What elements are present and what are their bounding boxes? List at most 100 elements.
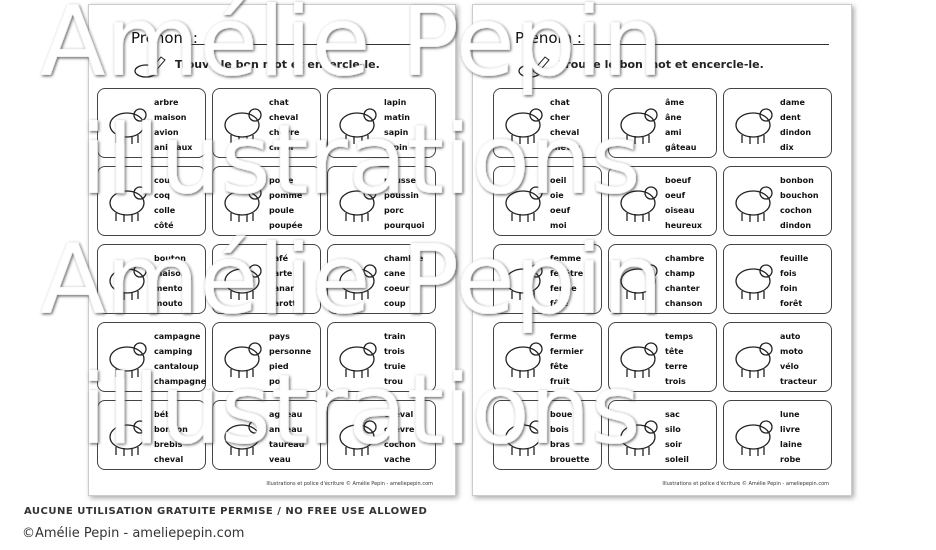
word-option[interactable]: robe — [780, 455, 801, 464]
word-option[interactable]: pousser — [384, 176, 420, 185]
word-option[interactable]: porc — [384, 206, 404, 215]
word-option[interactable]: dindon — [780, 221, 812, 230]
word-option[interactable]: moi — [550, 221, 567, 230]
word-option[interactable]: poussin — [384, 191, 419, 200]
word-option[interactable]: bouchon — [780, 191, 819, 200]
word-option[interactable]: mouton — [154, 299, 189, 308]
word-option[interactable]: rapin — [384, 143, 408, 152]
word-option[interactable]: chat — [550, 98, 570, 107]
word-option[interactable]: maison — [154, 269, 187, 278]
word-option[interactable]: cher — [550, 113, 570, 122]
word-option[interactable]: vache — [384, 455, 411, 464]
word-option[interactable]: bonbon — [154, 425, 188, 434]
word-option[interactable]: animaux — [154, 143, 193, 152]
word-option[interactable]: lune — [780, 410, 800, 419]
word-option[interactable]: chanter — [665, 284, 700, 293]
word-option[interactable]: ferme — [550, 332, 577, 341]
word-option[interactable]: cheval — [550, 128, 580, 137]
word-option[interactable]: veau — [269, 455, 291, 464]
word-option[interactable]: fenêtre — [550, 269, 584, 278]
word-option[interactable]: pays — [269, 332, 290, 341]
word-option[interactable]: pied — [269, 362, 289, 371]
word-option[interactable]: bébé — [154, 410, 177, 419]
word-option[interactable]: chèvre — [384, 425, 415, 434]
word-option[interactable]: train — [384, 332, 406, 341]
word-option[interactable]: âne — [665, 113, 682, 122]
word-option[interactable]: terre — [665, 362, 688, 371]
word-option[interactable]: trou — [384, 377, 403, 386]
word-option[interactable]: oeuf — [550, 206, 571, 215]
word-option[interactable]: oie — [550, 191, 564, 200]
word-option[interactable]: ami — [665, 128, 682, 137]
word-option[interactable]: coup — [384, 299, 406, 308]
word-option[interactable]: vélo — [780, 362, 799, 371]
word-option[interactable]: boue — [550, 410, 573, 419]
word-option[interactable]: carte — [269, 269, 293, 278]
word-option[interactable]: sapin — [384, 128, 409, 137]
word-option[interactable]: boeuf — [665, 176, 691, 185]
word-option[interactable]: chien — [269, 143, 294, 152]
word-option[interactable]: soir — [665, 440, 682, 449]
word-option[interactable]: soleil — [665, 455, 689, 464]
word-option[interactable]: temps — [665, 332, 694, 341]
word-option[interactable]: campagne — [154, 332, 201, 341]
word-option[interactable]: dame — [780, 98, 805, 107]
word-option[interactable]: oiseau — [665, 206, 695, 215]
word-option[interactable]: cochon — [384, 440, 416, 449]
word-option[interactable]: colle — [154, 206, 176, 215]
word-option[interactable]: feuille — [780, 254, 809, 263]
word-option[interactable]: café — [269, 254, 289, 263]
word-option[interactable]: chambre — [384, 254, 424, 263]
word-option[interactable]: agneau — [269, 410, 303, 419]
word-option[interactable]: menton — [154, 284, 189, 293]
word-option[interactable]: âme — [665, 98, 685, 107]
word-option[interactable]: cheval — [384, 410, 414, 419]
word-option[interactable]: poule — [269, 206, 295, 215]
word-option[interactable]: tête — [665, 347, 684, 356]
word-option[interactable]: dent — [780, 113, 801, 122]
word-option[interactable]: fois — [780, 269, 797, 278]
word-option[interactable]: lapin — [384, 98, 407, 107]
word-option[interactable]: champagne — [154, 377, 207, 386]
word-option[interactable]: bouton — [154, 254, 186, 263]
word-option[interactable]: moto — [780, 347, 804, 356]
word-option[interactable]: silo — [665, 425, 681, 434]
word-option[interactable]: tracteur — [780, 377, 817, 386]
word-option[interactable]: côté — [154, 221, 174, 230]
word-option[interactable]: personne — [269, 347, 312, 356]
word-option[interactable]: chat — [269, 98, 289, 107]
word-option[interactable]: canard — [269, 284, 300, 293]
word-option[interactable]: auto — [780, 332, 801, 341]
word-option[interactable]: coq — [154, 191, 170, 200]
word-option[interactable]: foin — [780, 284, 798, 293]
word-option[interactable]: truie — [384, 362, 406, 371]
word-option[interactable]: oeil — [550, 176, 567, 185]
word-option[interactable]: porc — [269, 377, 289, 386]
word-option[interactable]: fête — [550, 299, 569, 308]
word-option[interactable]: chèvre — [269, 128, 300, 137]
word-option[interactable]: bois — [550, 425, 569, 434]
word-option[interactable]: fermier — [550, 347, 584, 356]
word-option[interactable]: cantaloup — [154, 362, 199, 371]
word-option[interactable]: pomme — [269, 191, 303, 200]
word-option[interactable]: brouette — [550, 455, 590, 464]
word-option[interactable]: sac — [665, 410, 680, 419]
word-option[interactable]: matin — [384, 113, 410, 122]
word-option[interactable]: cane — [384, 269, 406, 278]
word-option[interactable]: brebis — [154, 440, 183, 449]
word-option[interactable]: chanson — [665, 299, 703, 308]
word-option[interactable]: avion — [154, 128, 179, 137]
word-option[interactable]: chèvre — [550, 143, 581, 152]
word-option[interactable]: bras — [550, 440, 570, 449]
word-option[interactable]: livre — [780, 425, 801, 434]
word-option[interactable]: carotte — [269, 299, 302, 308]
word-option[interactable]: laine — [780, 440, 803, 449]
word-option[interactable]: porte — [269, 176, 294, 185]
word-option[interactable]: trois — [665, 377, 686, 386]
word-option[interactable]: oeuf — [665, 191, 686, 200]
word-option[interactable]: ferme — [550, 284, 577, 293]
word-option[interactable]: champ — [665, 269, 695, 278]
word-option[interactable]: taureau — [269, 440, 305, 449]
word-option[interactable]: bonbon — [780, 176, 814, 185]
word-option[interactable]: heureux — [665, 221, 703, 230]
